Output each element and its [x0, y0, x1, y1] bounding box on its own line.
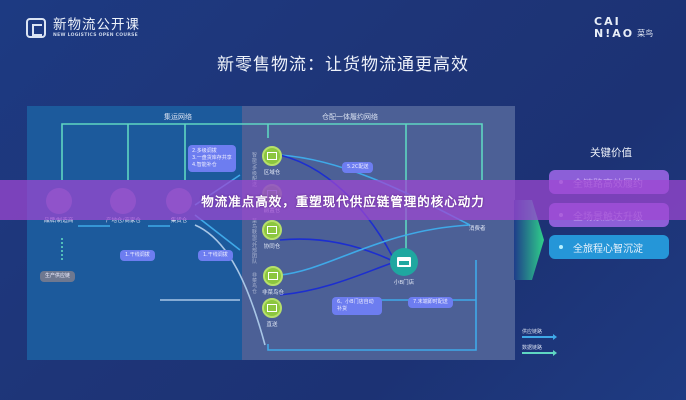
arrow-right-icon [522, 350, 557, 356]
headline-banner: 物流准点高效，重塑现代供应链管理的核心动力 [0, 180, 686, 220]
node-partner-warehouse: 协同仓 [262, 220, 282, 250]
section-label-fulfillment: 仓配一体履约网络 [322, 113, 378, 121]
key-values-title: 关键价值 [590, 147, 632, 159]
key-value-item: 全旅程心智沉淀 [549, 235, 669, 259]
legend-supply-chain: 供应链路 [522, 328, 557, 340]
arrow-right-icon [522, 334, 557, 340]
pill-trunk-transfer-2: 1.干线调拨 [198, 250, 233, 261]
warehouse-icon [262, 146, 282, 166]
pill-multilevel-transfer: 2.多级调拨 3.一盘货库存共享 4.智能补仓 [188, 145, 236, 172]
pill-last-mile: 7.末端即时配送 [408, 297, 453, 308]
cainiao-logo-line2: N!AO [594, 27, 635, 40]
cainiao-logo-line1: CAI [594, 15, 621, 28]
vertical-label-2: 菜鸟联盟/外部团队 [251, 218, 257, 265]
section-label-consolidation: 集运网络 [164, 113, 192, 121]
storefront-icon [262, 298, 282, 318]
bullet-icon [559, 245, 563, 249]
vertical-label-1: 智能/多级配送 [251, 152, 257, 188]
pill-trunk-transfer-1: 1.干线调拨 [120, 250, 155, 261]
logo-cn-text: 新物流公开课 [53, 17, 140, 33]
store-icon [390, 248, 418, 276]
consumer-label: 消费者 [469, 226, 486, 232]
supply-chain-pill: 生产供应链 [40, 271, 76, 282]
course-logo-icon [26, 18, 46, 38]
new-logistics-logo: 新物流公开课 NEW LOGISTICS OPEN COURSE [26, 18, 140, 38]
cainiao-logo: CAI N!AO 菜鸟 [594, 16, 653, 40]
node-non-cainiao-warehouse: 非菜鸟仓 [262, 266, 284, 296]
node-regional-warehouse: 区域仓 [262, 146, 282, 176]
pill-store-replenish: 6、小B门店自动补货 [332, 297, 382, 315]
vertical-label-3: 非菜鸟仓 [251, 272, 257, 294]
cainiao-logo-cn: 菜鸟 [637, 29, 654, 38]
house-icon [263, 266, 283, 286]
legend-data-chain: 数据链路 [522, 344, 557, 356]
logo-en-text: NEW LOGISTICS OPEN COURSE [53, 33, 139, 38]
pill-2c-delivery: 5.2C配送 [342, 162, 374, 173]
banner-text: 物流准点高效，重塑现代供应链管理的核心动力 [201, 193, 485, 209]
node-direct-delivery: 直送 [262, 298, 282, 328]
warehouse-icon [262, 220, 282, 240]
flow-arrow-shape [514, 200, 544, 280]
page-title: 新零售物流：让货物流通更高效 [217, 55, 469, 75]
node-small-store: 小B门店 [390, 248, 418, 286]
